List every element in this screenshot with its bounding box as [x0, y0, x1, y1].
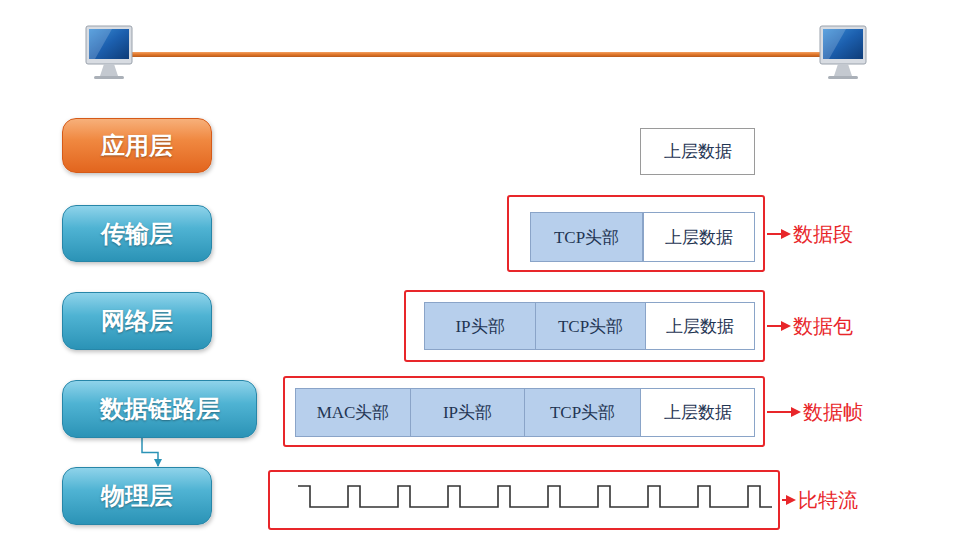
pointer-arrow — [767, 406, 801, 418]
box-label: 应用层 — [101, 130, 173, 162]
unit-label: 比特流 — [798, 487, 858, 514]
encapsulation-frame: 数据包IP头部TCP头部上层数据 — [404, 290, 765, 362]
monitor-base — [828, 76, 858, 79]
box-label: MAC头部 — [317, 401, 390, 424]
header-cell: TCP头部 — [535, 302, 646, 350]
box-label: 上层数据 — [665, 226, 733, 249]
bitstream-frame: 比特流 — [268, 470, 780, 530]
box-label: 物理层 — [101, 480, 173, 512]
unit-label: 数据段 — [793, 220, 853, 247]
data-cell: 上层数据 — [640, 388, 755, 437]
layer-button: 数据链路层 — [62, 380, 257, 438]
header-cell: MAC头部 — [295, 388, 411, 437]
box-label: 网络层 — [101, 305, 173, 337]
signal-line — [298, 486, 772, 507]
layer-button: 应用层 — [62, 118, 212, 173]
box-label: IP头部 — [443, 401, 492, 424]
layer-button: 物理层 — [62, 467, 212, 525]
data-cell: 上层数据 — [645, 302, 755, 350]
pointer-arrow — [782, 494, 796, 506]
arrow-head — [786, 495, 796, 505]
header-cell: IP头部 — [424, 302, 536, 350]
arrow-head — [791, 407, 801, 417]
box-label: 传输层 — [101, 218, 173, 250]
monitor-stand — [834, 64, 852, 76]
header-cell: TCP头部 — [524, 388, 641, 437]
monitor-frame — [820, 26, 866, 64]
monitor-base — [94, 76, 124, 79]
data-cell: 上层数据 — [643, 212, 755, 262]
screen-glare — [823, 29, 846, 59]
box-label: 上层数据 — [664, 140, 732, 163]
monitor-frame — [86, 26, 132, 64]
box-label: 上层数据 — [666, 315, 734, 338]
box-label: TCP头部 — [554, 226, 619, 249]
computer-icon — [86, 26, 132, 79]
layer-button: 网络层 — [62, 292, 212, 350]
box-label: 上层数据 — [664, 401, 732, 424]
arrow-shaft — [767, 325, 783, 327]
layer-button: 传输层 — [62, 205, 212, 262]
flow-arrow — [142, 438, 158, 466]
unit-label: 数据包 — [793, 313, 853, 340]
arrow-head — [781, 229, 791, 239]
arrow-shaft — [767, 411, 793, 413]
box-label: TCP头部 — [558, 315, 623, 338]
arrow-head — [781, 321, 791, 331]
box-label: TCP头部 — [550, 401, 615, 424]
monitor-screen — [823, 29, 863, 59]
screen-glare — [89, 29, 112, 59]
data-box: 上层数据 — [640, 128, 755, 175]
unit-label: 数据帧 — [803, 398, 863, 425]
pointer-arrow — [767, 228, 791, 240]
square-wave — [270, 472, 778, 528]
pointer-arrow — [767, 320, 791, 332]
box-label: IP头部 — [455, 315, 504, 338]
box-label: 数据链路层 — [100, 393, 220, 425]
network-cable — [125, 52, 825, 57]
computer-icon — [820, 26, 866, 79]
header-cell: TCP头部 — [530, 212, 643, 262]
encapsulation-frame: 数据帧MAC头部IP头部TCP头部上层数据 — [283, 376, 765, 447]
monitor-screen — [89, 29, 129, 59]
encapsulation-frame: 数据段TCP头部上层数据 — [507, 195, 765, 272]
header-cell: IP头部 — [410, 388, 525, 437]
arrow-shaft — [767, 233, 783, 235]
monitor-stand — [100, 64, 118, 76]
